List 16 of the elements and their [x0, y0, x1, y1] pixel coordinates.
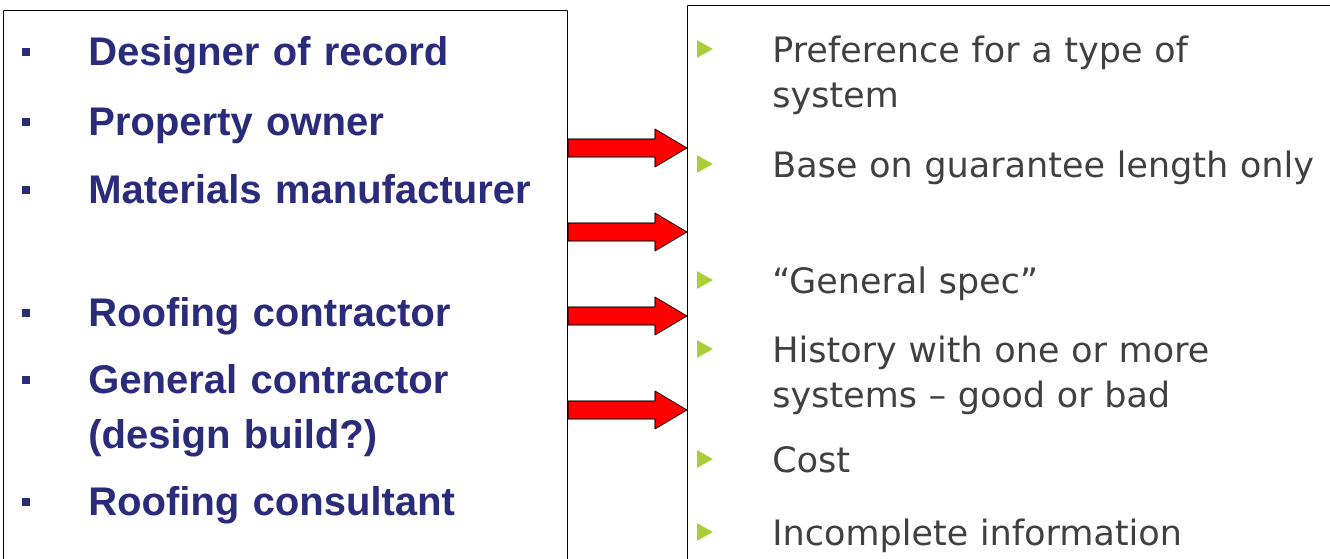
list-item: Base on guarantee length only: [775, 150, 1313, 185]
block-arrow: [567, 390, 688, 430]
list-item: General contractor (design build?): [89, 364, 448, 457]
list-item: Incomplete information: [775, 518, 1179, 553]
list-item: “General spec”: [775, 266, 1035, 301]
list-item: Materials manufacturer: [90, 174, 530, 204]
list-item: Preference for a type of system: [774, 35, 1189, 115]
list-item: Cost: [774, 446, 850, 473]
list-item: History with one or more systems – good or bad: [774, 335, 1208, 415]
list-item: Roofing consultant: [90, 486, 455, 524]
block-arrow: [567, 128, 688, 168]
block-arrow: [567, 212, 688, 252]
block-arrow: [567, 296, 688, 336]
list-item: Roofing contractor: [90, 297, 450, 335]
list-item: Designer of record: [90, 36, 446, 74]
list-item: Property owner: [90, 107, 384, 144]
